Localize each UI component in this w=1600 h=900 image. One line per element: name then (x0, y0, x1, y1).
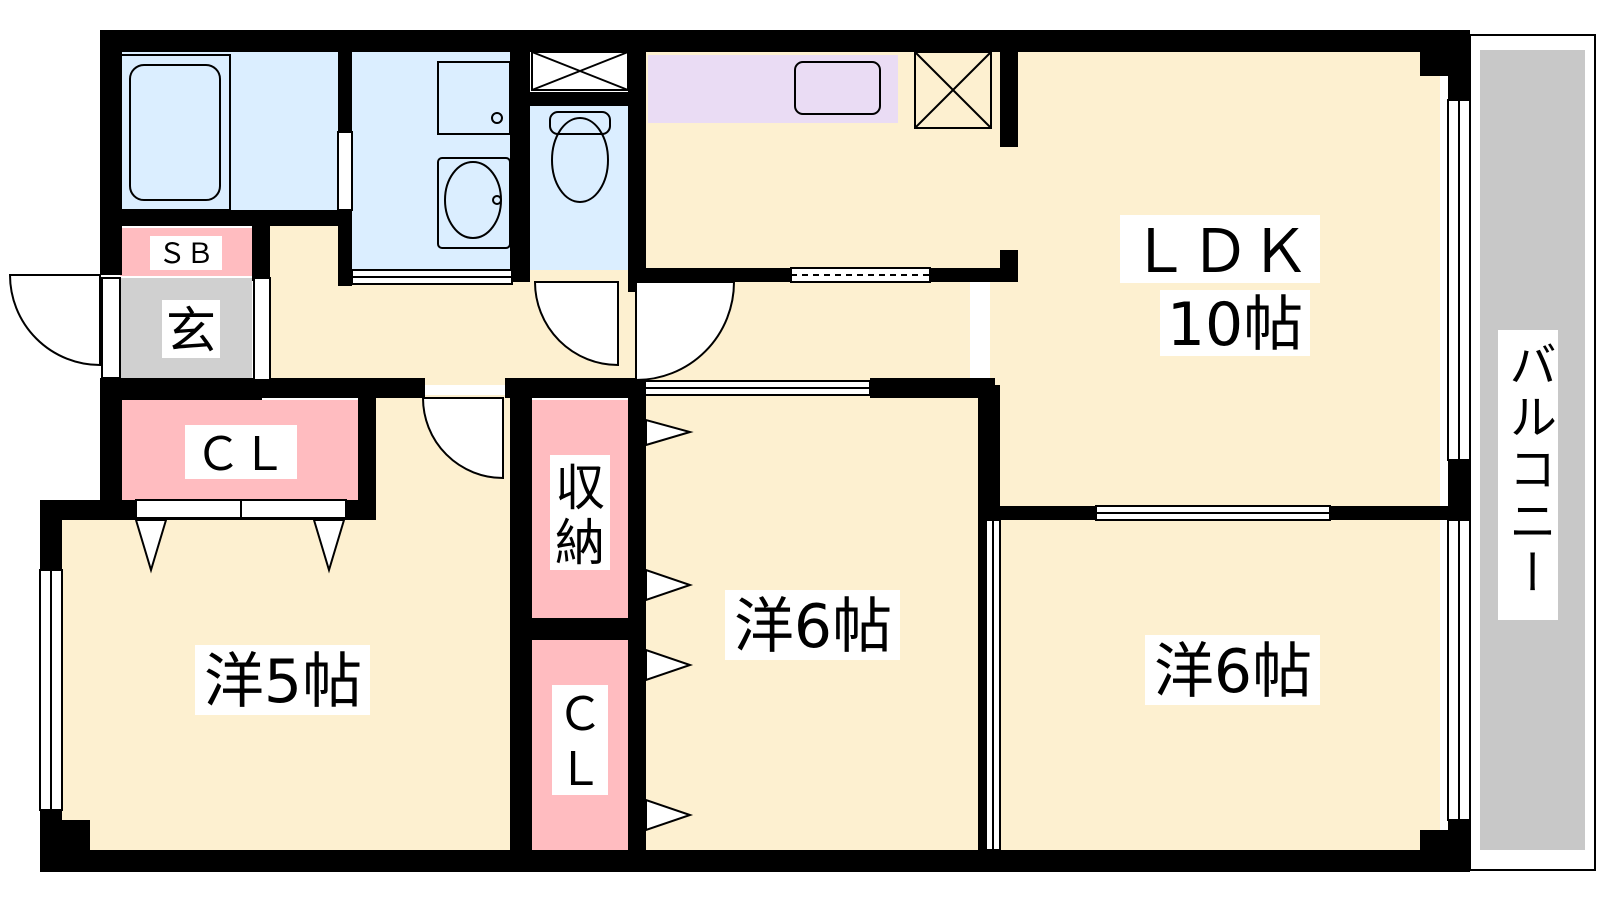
closet-left-label: ＣＬ (195, 427, 287, 481)
swing-doors (8, 274, 736, 480)
ldk-floor-east (990, 50, 1440, 520)
storage-label-2: 納 (555, 514, 605, 572)
wall-hall-entrance (122, 380, 262, 400)
closet-middle-label-1: Ｃ (557, 687, 603, 741)
toilet-floor (530, 105, 630, 270)
wall-corner-3 (62, 820, 90, 850)
wall-storage-mid (532, 618, 628, 640)
wall-kitchen-partition (646, 268, 791, 282)
sink (794, 61, 881, 115)
ldk-label-bg (1120, 215, 1320, 283)
closet-middle-hinge-1 (645, 648, 694, 682)
western-middle-label: 洋6帖 (734, 592, 892, 662)
kitchen-counter (648, 55, 898, 123)
entrance-label-bg (162, 300, 220, 358)
bathtub (129, 64, 221, 201)
entrance-door-swing (8, 274, 101, 367)
wall-right-room-top-r (1330, 506, 1448, 520)
hall-door-swing (635, 281, 736, 382)
balcony-label-bg (1498, 330, 1558, 620)
shoe-box-label-bg (150, 236, 222, 270)
entrance-label: 玄 (166, 302, 216, 360)
wall-hall-bottom-m (505, 378, 645, 398)
storage-hinge-2 (645, 568, 694, 602)
ldk-area-bg (1160, 290, 1310, 356)
ldk-label-line1: ＬＤＫ (1130, 217, 1310, 287)
closet-middle-label-2: Ｌ (557, 742, 603, 796)
window-entrance-left (101, 277, 121, 379)
wall-bath-bottom (122, 210, 352, 226)
wall-left-upper (100, 30, 122, 275)
wall-storage-left (510, 385, 532, 850)
wall-hall-bottom-r (870, 378, 995, 398)
washbasin-tap (491, 112, 503, 124)
toilet-bowl (551, 117, 609, 203)
wall-mid-right-lower (978, 525, 986, 850)
wall-right-bottom (1448, 820, 1470, 870)
closet-left-hinge-2 (312, 519, 346, 574)
balcony-label: バルコニー (1500, 340, 1556, 600)
western-middle-label-bg (725, 590, 900, 660)
closet-middle-label-bg (552, 685, 608, 795)
sliding-door-bath (337, 131, 353, 211)
wall-left-mid (100, 378, 122, 510)
wall-toilet-top (530, 92, 630, 106)
wall-cl-right (358, 398, 376, 520)
wall-toilet-right (628, 52, 646, 292)
wall-kitchen-partition-r (930, 268, 1018, 282)
wall-wash-right (510, 52, 530, 282)
vent-cross-2 (531, 51, 629, 91)
west-left-door-swing (421, 397, 504, 480)
closet-left-label-bg (185, 425, 297, 479)
wall-sb-right (252, 226, 270, 281)
wall-right-mid (1448, 460, 1470, 520)
wall-top (100, 30, 1470, 52)
room-labels: ＬＤＫ 10帖 洋5帖 洋6帖 洋6帖 玄 ＳＢ ＣＬ 収 納 Ｃ Ｌ バルコニ… (150, 215, 1558, 796)
storage-label-bg (550, 455, 610, 570)
wall-kitchen-stub-2 (1000, 250, 1018, 282)
wall-corner-2 (1420, 830, 1448, 850)
ldk-label-line2: 10帖 (1167, 290, 1303, 360)
stove-cross-2 (914, 51, 992, 129)
closet-middle-hinge-2 (645, 798, 694, 832)
shoe-box-label: ＳＢ (158, 237, 214, 270)
closet-left-hinge-1 (134, 519, 168, 574)
wall-kitchen-stub (1000, 52, 1018, 147)
toilet-tank (549, 111, 611, 135)
toilet-door-swing (533, 281, 619, 367)
storage-label-1: 収 (555, 459, 605, 517)
wall-storage-right (628, 385, 646, 850)
western-right-label-bg (1145, 635, 1320, 705)
wall-wash-left (338, 210, 352, 286)
storage-hinge-1 (645, 418, 694, 447)
window-entrance-side (253, 277, 271, 381)
openings (39, 99, 1471, 851)
wall-corner-1 (1420, 52, 1448, 76)
washroom-floor (350, 50, 510, 275)
washer-knob (492, 195, 502, 205)
wall-mid-right (978, 385, 1000, 525)
western-left-label: 洋5帖 (204, 647, 362, 717)
western-left-label-bg (195, 645, 370, 715)
western-right-label: 洋6帖 (1154, 637, 1312, 707)
wall-right-top (1448, 30, 1470, 100)
wall-right-room-top (986, 506, 1096, 520)
wall-bottom (40, 850, 1470, 872)
wall-bath-right (338, 52, 352, 132)
